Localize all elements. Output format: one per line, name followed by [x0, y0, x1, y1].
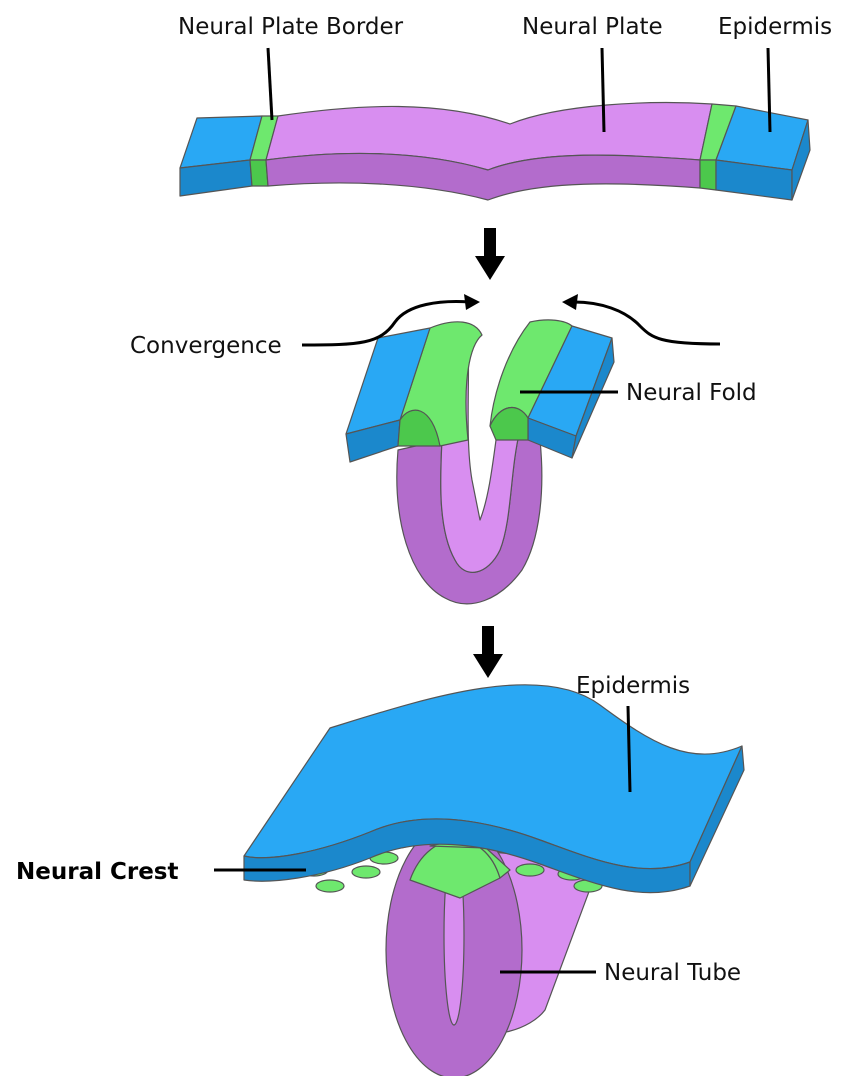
neural-tube-label: Neural Tube	[604, 960, 741, 986]
stage-1-neural-plate	[180, 103, 810, 200]
neural-plate-border-label: Neural Plate Border	[178, 14, 404, 40]
neural-fold-label: Neural Fold	[626, 380, 757, 406]
neural-plate-border-right-side	[700, 160, 716, 190]
convergence-right-arrowhead-icon	[562, 294, 578, 310]
neural-plate-leader	[602, 48, 604, 132]
neural-crest-cell	[316, 880, 344, 892]
epidermis-top-leader	[768, 48, 770, 132]
convergence-left-arrowhead-icon	[464, 294, 480, 310]
neural-plate-label: Neural Plate	[522, 14, 663, 40]
epidermis-bottom-label: Epidermis	[576, 673, 690, 699]
neural-crest-label: Neural Crest	[16, 859, 178, 885]
epidermis-top-label: Epidermis	[718, 14, 832, 40]
down-arrow-1-icon	[475, 228, 505, 280]
neural-crest-cell	[516, 864, 544, 876]
down-arrow-2-icon	[473, 626, 503, 678]
neural-plate-border-leader	[268, 48, 272, 120]
stage-2-neural-folds	[346, 320, 614, 604]
stage-3-neural-tube	[244, 685, 744, 1076]
epidermis-bottom-leader	[628, 706, 630, 792]
convergence-label: Convergence	[130, 333, 282, 359]
neural-plate-border-left-side	[250, 160, 268, 186]
neural-crest-cell	[352, 866, 380, 878]
